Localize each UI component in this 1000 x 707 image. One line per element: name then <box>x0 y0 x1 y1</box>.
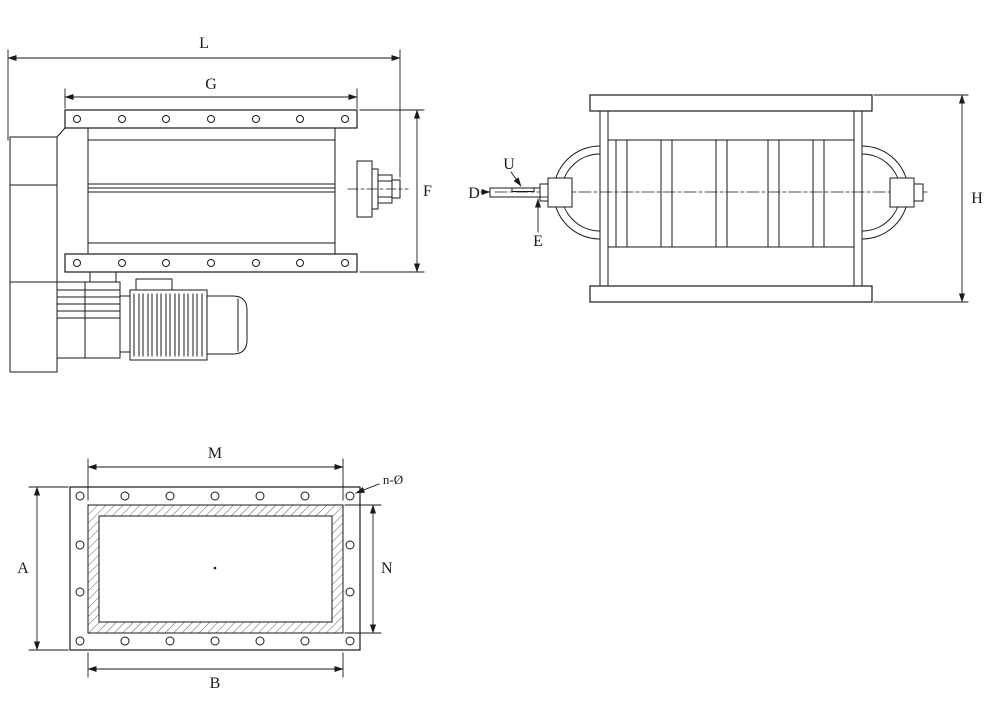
dimension-D: D <box>468 185 491 202</box>
dim-label-L: L <box>199 35 209 52</box>
dimension-F: F <box>359 109 432 273</box>
flange-plan-view: M n-Ø A N B <box>17 445 403 692</box>
dimension-U: U <box>503 156 522 187</box>
shaft-hub <box>889 177 915 208</box>
shaft-end-cap <box>913 183 924 202</box>
dim-label-N: N <box>381 560 393 577</box>
shaft-hub <box>547 177 573 208</box>
keyway <box>511 187 535 192</box>
shaft-end-side <box>347 160 409 218</box>
gearbox <box>56 281 121 359</box>
dim-label-D: D <box>468 185 480 202</box>
rotor-vane <box>715 139 728 248</box>
gearbox-ribs <box>56 289 121 319</box>
motor-fins <box>133 293 203 357</box>
flange-outer-edge <box>69 486 361 651</box>
rotor-vane <box>767 139 780 248</box>
dim-label-M: M <box>208 445 222 462</box>
dim-label-U: U <box>503 156 515 173</box>
bottom-flange <box>64 253 358 273</box>
dimension-B: B <box>87 652 344 692</box>
motor-end-cap <box>206 295 248 355</box>
left-bearing <box>489 145 601 240</box>
dimension-L: L <box>7 35 401 178</box>
dimension-A: A <box>17 486 69 651</box>
dim-label-F: F <box>423 183 432 200</box>
flange-sealing-face <box>87 504 344 634</box>
dim-label-E: E <box>533 233 543 250</box>
dimension-N: N <box>344 504 393 634</box>
dim-label-H: H <box>971 190 983 207</box>
dimension-H: H <box>873 94 983 303</box>
rotor <box>607 139 855 248</box>
bottom-plate <box>589 285 873 303</box>
shaft-step <box>539 183 549 202</box>
rotor-housing-end <box>589 94 873 303</box>
end-view: D U E H <box>468 94 983 303</box>
rotor-vane <box>812 139 825 248</box>
dim-label-B: B <box>210 675 221 692</box>
dimension-E: E <box>533 196 548 250</box>
motor-body <box>129 289 208 361</box>
bolt-callout-label: n-Ø <box>383 472 403 487</box>
top-plate <box>589 94 873 112</box>
top-flange <box>64 109 358 129</box>
side-view: L G <box>7 35 432 373</box>
dimension-G: G <box>64 76 358 109</box>
right-bearing <box>861 145 924 240</box>
dim-label-A: A <box>17 560 29 577</box>
inlet-chute <box>9 127 66 373</box>
valve-housing <box>64 109 358 273</box>
drive-assembly <box>56 271 248 361</box>
side-flange-bolt-holes <box>73 115 349 267</box>
bolt-callout: n-Ø <box>355 472 403 494</box>
bolt-holes <box>75 491 355 646</box>
gearbox-mount <box>89 271 117 283</box>
motor-flange <box>119 295 131 353</box>
center-mark <box>213 566 217 570</box>
dim-label-G: G <box>205 76 217 93</box>
rotor-vane <box>660 139 673 248</box>
dimension-M: M <box>87 445 344 501</box>
rotor-vane <box>615 139 628 248</box>
terminal-box <box>135 278 173 291</box>
